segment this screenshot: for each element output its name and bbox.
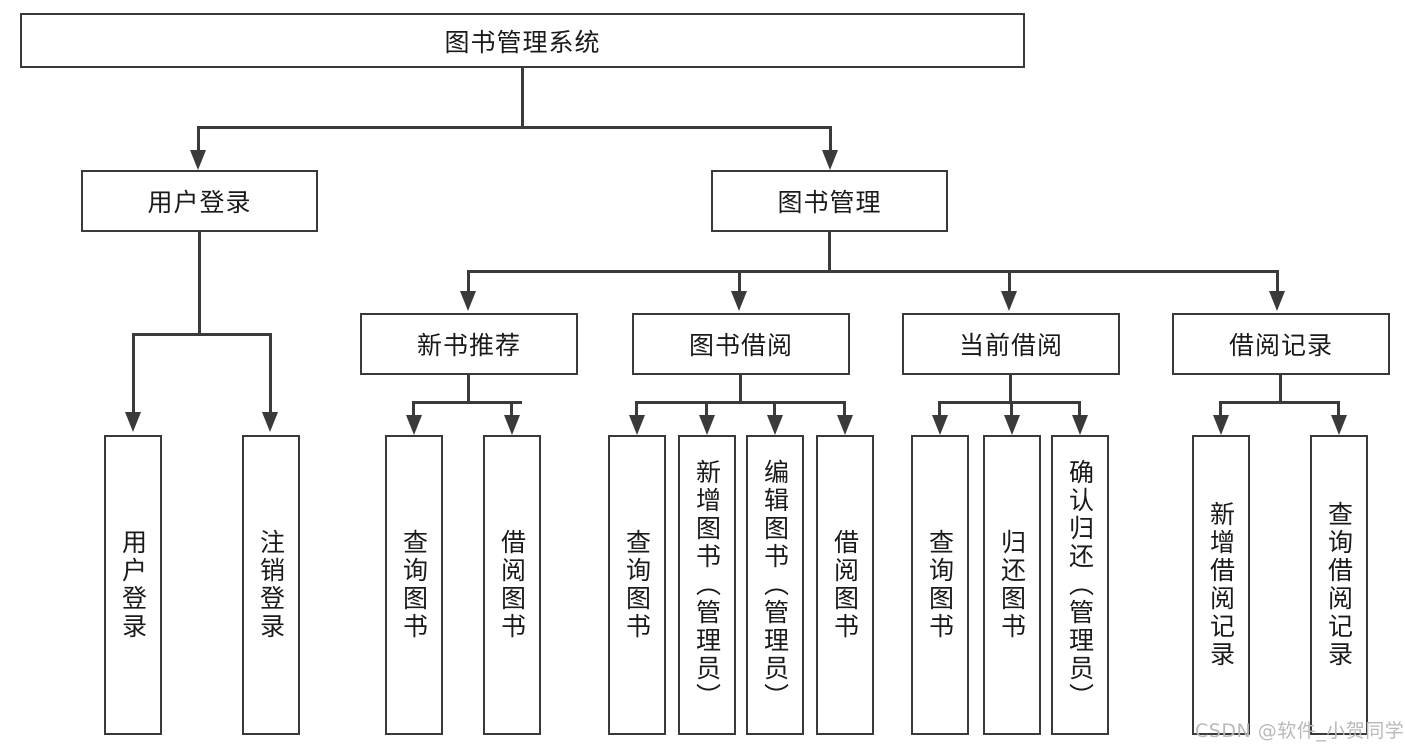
node-label: 查询图书 — [399, 529, 429, 641]
node-label: 当前借阅 — [958, 331, 1063, 360]
node-label: 注销登录 — [256, 529, 286, 641]
connector-records-bus — [1219, 401, 1339, 404]
arrow-userlogin-to-login — [125, 412, 141, 432]
node-label: 查询图书 — [622, 529, 652, 641]
connector-bookmgmt-to-newbooks — [467, 270, 470, 294]
arrow-borrow-to-query — [629, 415, 645, 435]
leaf-confirm-return-admin[interactable]: 确认归还（管理员） — [1051, 435, 1109, 735]
connector-newbooks-to-query — [412, 401, 415, 419]
arrow-bookmgmt-to-current — [1001, 291, 1017, 311]
connector-current-to-return — [1010, 401, 1013, 419]
connector-current-stem — [1009, 375, 1012, 403]
node-label: 用户登录 — [118, 529, 148, 641]
connector-userlogin-bus — [132, 333, 272, 336]
arrow-bookmgmt-to-records — [1269, 291, 1285, 311]
connector-root-to-userlogin — [197, 126, 200, 154]
node-root[interactable]: 图书管理系统 — [20, 13, 1025, 68]
node-label: 借阅记录 — [1228, 331, 1333, 360]
arrow-bookmgmt-to-borrow — [731, 291, 747, 311]
node-label: 借阅图书 — [830, 529, 860, 641]
node-new-book-recommend[interactable]: 新书推荐 — [360, 313, 578, 375]
node-label: 图书管理 — [777, 188, 882, 217]
node-current-borrow[interactable]: 当前借阅 — [902, 313, 1120, 375]
connector-borrow-to-add — [705, 401, 708, 419]
connector-userlogin-to-login — [132, 333, 135, 415]
leaf-return-book[interactable]: 归还图书 — [983, 435, 1041, 735]
connector-borrow-stem — [739, 375, 742, 403]
node-label: 新增借阅记录 — [1206, 501, 1236, 669]
connector-bookmgmt-to-current — [1008, 270, 1011, 294]
connector-userlogin-stem — [198, 232, 201, 335]
connector-bookmgmt-bus — [467, 270, 1277, 273]
node-user-login[interactable]: 用户登录 — [81, 170, 318, 232]
csdn-watermark: CSDN @软件_小贺同学 — [1195, 720, 1405, 742]
leaf-logout[interactable]: 注销登录 — [242, 435, 300, 735]
leaf-add-borrow-record[interactable]: 新增借阅记录 — [1192, 435, 1250, 735]
arrow-borrow-to-edit — [767, 415, 783, 435]
connector-root-to-bookmgmt — [829, 126, 832, 154]
connector-borrow-to-edit — [773, 401, 776, 419]
leaf-query-book-recommend[interactable]: 查询图书 — [385, 435, 443, 735]
connector-records-stem — [1279, 375, 1282, 403]
arrow-current-to-confirm — [1072, 415, 1088, 435]
leaf-query-book-current[interactable]: 查询图书 — [911, 435, 969, 735]
arrow-records-to-query — [1331, 415, 1347, 435]
node-label: 查询图书 — [925, 529, 955, 641]
connector-borrow-to-query — [635, 401, 638, 419]
node-label: 图书借阅 — [688, 331, 793, 360]
arrow-current-to-query — [932, 415, 948, 435]
arrow-newbooks-to-borrow — [504, 415, 520, 435]
connector-newbooks-to-borrow — [510, 401, 513, 419]
connector-current-to-confirm — [1078, 401, 1081, 419]
leaf-lend-book[interactable]: 借阅图书 — [816, 435, 874, 735]
arrow-borrow-to-add — [699, 415, 715, 435]
node-borrow-records[interactable]: 借阅记录 — [1172, 313, 1390, 375]
connector-borrow-to-lend — [843, 401, 846, 419]
leaf-edit-book-admin[interactable]: 编辑图书（管理员） — [746, 435, 804, 735]
leaf-query-book-borrow[interactable]: 查询图书 — [608, 435, 666, 735]
leaf-user-login[interactable]: 用户登录 — [104, 435, 162, 735]
node-label: 确认归还（管理员） — [1065, 459, 1095, 711]
arrow-userlogin-to-logout — [262, 412, 278, 432]
node-label: 借阅图书 — [497, 529, 527, 641]
connector-newbooks-stem — [467, 375, 470, 403]
arrow-bookmgmt-to-newbooks — [460, 291, 476, 311]
connector-root-bus — [197, 126, 832, 129]
connector-userlogin-to-logout — [269, 333, 272, 415]
leaf-query-borrow-record[interactable]: 查询借阅记录 — [1310, 435, 1368, 735]
connector-bookmgmt-to-records — [1276, 270, 1279, 294]
connector-bookmgmt-stem — [828, 232, 831, 272]
arrow-records-to-add — [1213, 415, 1229, 435]
node-book-management[interactable]: 图书管理 — [711, 170, 948, 232]
connector-records-to-query — [1337, 401, 1340, 419]
connector-newbooks-bus — [412, 401, 522, 404]
node-label: 编辑图书（管理员） — [760, 459, 790, 711]
node-book-borrow[interactable]: 图书借阅 — [632, 313, 850, 375]
arrow-borrow-to-lend — [837, 415, 853, 435]
connector-borrow-bus — [635, 401, 845, 404]
connector-bookmgmt-to-borrow — [738, 270, 741, 294]
node-label: 新书推荐 — [416, 331, 521, 360]
connector-records-to-add — [1219, 401, 1222, 419]
connector-current-bus — [938, 401, 1080, 404]
connector-current-to-query — [938, 401, 941, 419]
node-label: 新增图书（管理员） — [692, 459, 722, 711]
arrow-current-to-return — [1004, 415, 1020, 435]
arrow-root-to-bookmgmt — [822, 150, 838, 170]
node-label: 归还图书 — [997, 529, 1027, 641]
connector-root-stem — [521, 68, 524, 128]
node-label: 图书管理系统 — [444, 27, 601, 57]
arrow-newbooks-to-query — [406, 415, 422, 435]
node-label: 查询借阅记录 — [1324, 501, 1354, 669]
leaf-borrow-book-recommend[interactable]: 借阅图书 — [483, 435, 541, 735]
leaf-add-book-admin[interactable]: 新增图书（管理员） — [678, 435, 736, 735]
arrow-root-to-userlogin — [190, 150, 206, 170]
node-label: 用户登录 — [147, 188, 252, 217]
